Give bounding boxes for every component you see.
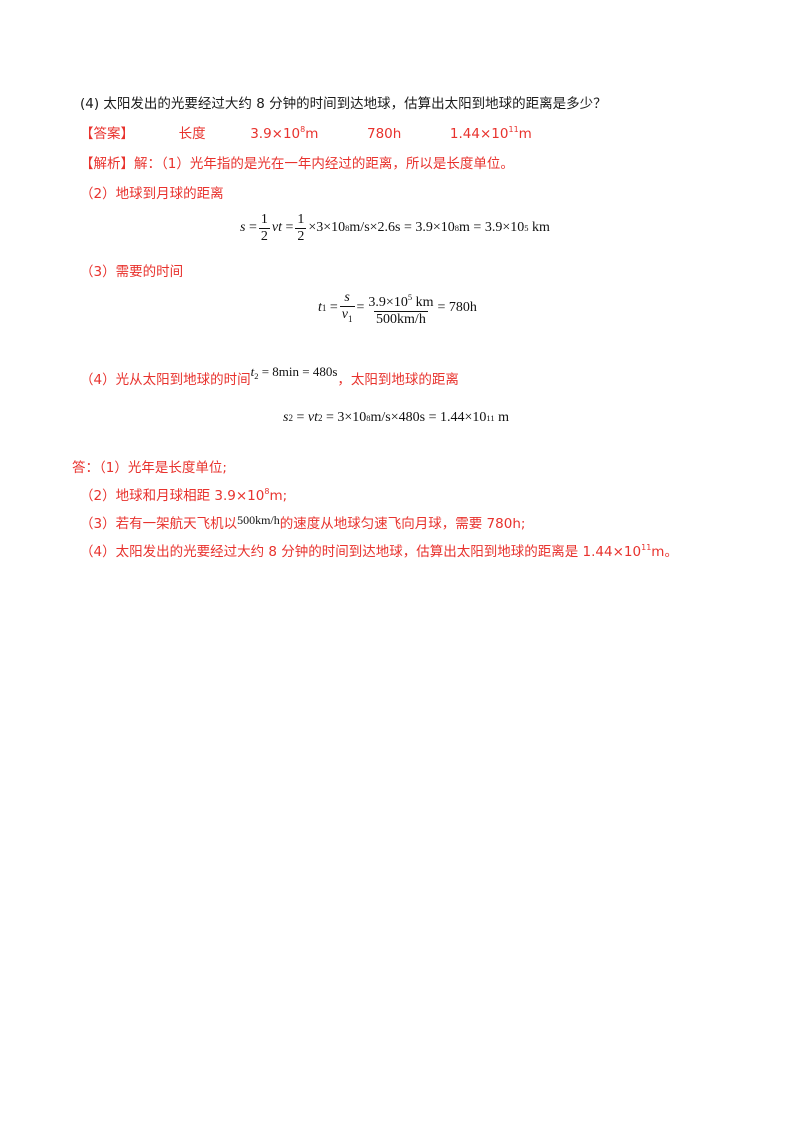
inline-formula-t2: t2 = 8min = 480s: [250, 364, 338, 381]
analysis-intro: 【解析】解：（1）光年指的是光在一年内经过的距离，所以是长度单位。: [80, 156, 514, 172]
answer-2: 3.9×108m: [250, 125, 319, 143]
analysis-label: 【解析】: [80, 156, 134, 172]
reply-3: （3）若有一架航天飞机以500km/h的速度从地球匀速飞向月球，需要 780h;: [80, 513, 526, 532]
answer-line: 【答案】 长度 3.9×108m 780h 1.44×1011m: [80, 124, 532, 144]
reply-4: （4）太阳发出的光要经过大约 8 分钟的时间到达地球，估算出太阳到地球的距离是 …: [80, 543, 678, 561]
reply-2: （2）地球和月球相距 3.9×108m;: [80, 487, 288, 505]
inline-speed: 500km/h: [237, 513, 280, 527]
answer-3: 780h: [367, 126, 402, 142]
answer-4: 1.44×1011m: [449, 125, 532, 143]
question-4: (4) 太阳发出的光要经过大约 8 分钟的时间到达地球，估算出太阳到地球的距离是…: [80, 96, 607, 112]
answer-1: 长度: [178, 126, 206, 142]
reply-1: 答：（1）光年是长度单位;: [72, 460, 227, 476]
analysis-part-2: （2）地球到月球的距离: [80, 186, 224, 202]
analysis-part-4: （4）光从太阳到地球的时间t2 = 8min = 480s，太阳到地球的距离: [80, 364, 459, 388]
analysis-part-3: （3）需要的时间: [80, 264, 184, 280]
answer-label: 【答案】: [80, 126, 134, 142]
